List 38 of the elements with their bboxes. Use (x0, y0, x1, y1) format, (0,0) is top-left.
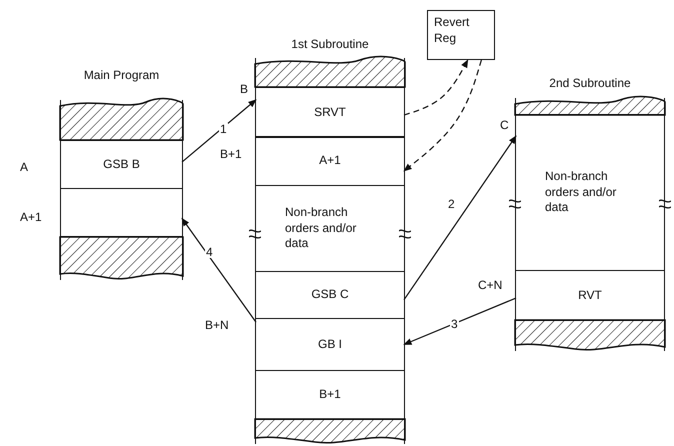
hatched-band (514, 320, 664, 351)
register-label: Revert Reg (434, 15, 470, 46)
arrow (403, 298, 516, 346)
address-label: B (240, 82, 248, 96)
cell-text: GB I (318, 336, 342, 352)
register-box (427, 10, 495, 60)
address-label: A+1 (20, 210, 42, 224)
address-label: A (20, 160, 28, 174)
address-label: C+N (478, 278, 502, 292)
column-heading: 1st Subroutine (290, 37, 370, 51)
cell-text: Non-branch orders and/or data (545, 169, 618, 216)
arrow (182, 218, 256, 323)
memory-column (60, 68, 183, 280)
address-label: C (500, 118, 509, 132)
arrow (403, 60, 482, 172)
cell-text: Non-branch orders and/or data (285, 205, 358, 252)
column-heading: Main Program (82, 68, 160, 82)
cell-text: SRVT (314, 104, 346, 120)
edge-label: 4 (205, 246, 214, 258)
cell-text: GSB C (311, 287, 349, 303)
cell-text: GSB B (103, 156, 140, 172)
edge-label: 3 (450, 318, 459, 330)
hatched-band (254, 419, 404, 444)
cell-text: B+1 (319, 387, 341, 403)
arrow (404, 135, 516, 300)
edge-label: 2 (447, 198, 456, 210)
hatched-band (254, 58, 404, 87)
arrow (182, 99, 257, 162)
address-label: B+N (205, 318, 229, 332)
cell-text: A+1 (319, 153, 341, 169)
hatched-band (60, 237, 182, 280)
hatched-band (60, 100, 182, 140)
address-label: B+1 (220, 147, 242, 161)
edge-label: 1 (219, 123, 228, 135)
cell-text: RVT (578, 288, 602, 304)
column-heading: 2nd Subroutine (548, 76, 632, 90)
hatched-band (514, 98, 664, 115)
arrow (404, 59, 468, 116)
